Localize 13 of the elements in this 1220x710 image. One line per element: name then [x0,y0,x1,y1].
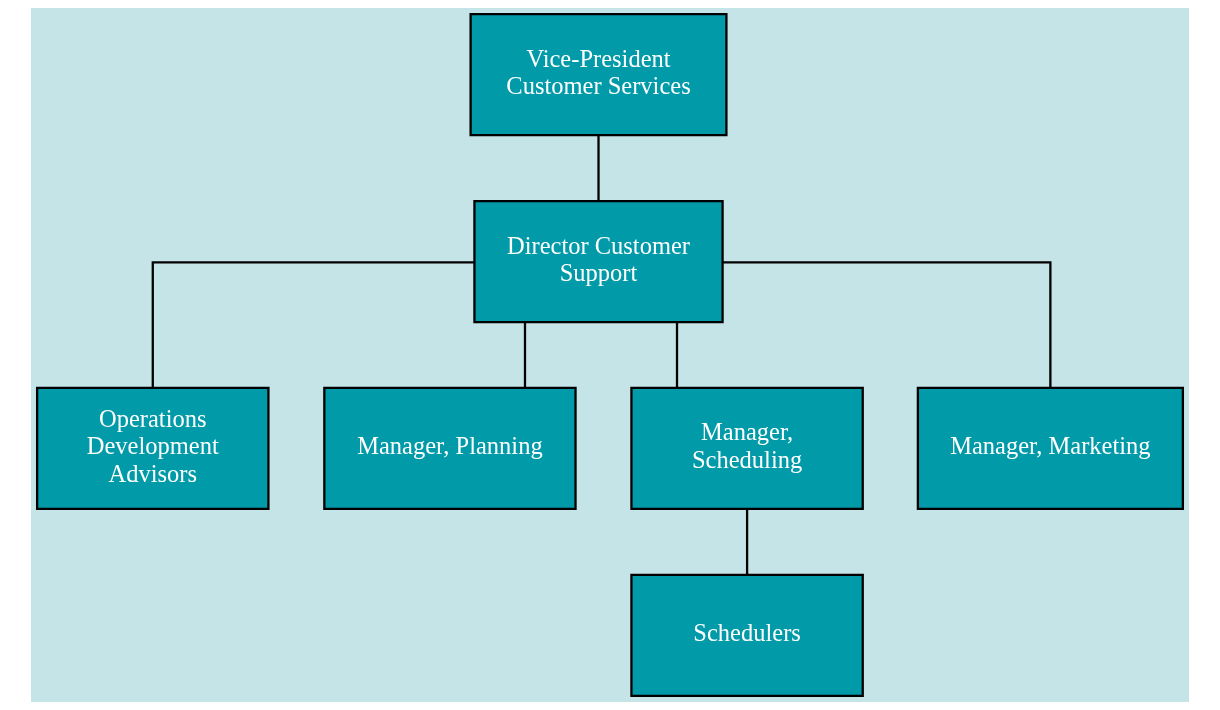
node-box: Vice-President Customer Services [469,13,728,137]
node-box: Director Customer Support [473,199,724,324]
connector [597,135,600,201]
node-box: Manager, Planning [323,386,577,511]
node-box: Manager, Scheduling [630,386,864,511]
connector [151,261,475,388]
connector [523,322,527,388]
node-box: Schedulers [630,573,864,697]
connector [675,322,679,388]
connector [745,509,749,575]
node-box: Manager, Marketing [916,386,1184,511]
node-box: Operations Development Advisors [36,386,270,511]
connector [722,261,1052,388]
